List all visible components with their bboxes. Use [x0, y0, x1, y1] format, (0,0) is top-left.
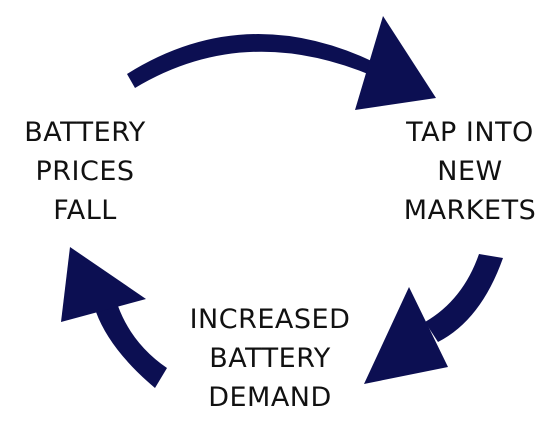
arrow-left-shaft	[96, 306, 167, 388]
node-label-line: PRICES	[35, 156, 135, 187]
node-tap-into-new-markets: TAP INTO NEW MARKETS	[392, 113, 548, 230]
node-increased-battery-demand: INCREASED BATTERY DEMAND	[178, 300, 362, 417]
node-label-line: NEW	[437, 156, 503, 187]
arrow-top-shaft	[127, 34, 376, 88]
node-label-line: BATTERY	[24, 117, 146, 148]
node-label-line: FALL	[53, 195, 117, 226]
node-label-line: TAP INTO	[406, 117, 534, 148]
node-label-line: INCREASED	[189, 304, 351, 335]
node-label-line: MARKETS	[403, 195, 537, 226]
arrow-right-head	[364, 287, 448, 384]
arrow-top-head	[355, 16, 436, 110]
arrow-left-head	[61, 247, 146, 322]
node-label-line: BATTERY	[209, 343, 331, 374]
arrow-right-shaft	[425, 254, 503, 342]
node-battery-prices-fall: BATTERY PRICES FALL	[10, 113, 160, 230]
node-label-line: DEMAND	[208, 382, 332, 413]
